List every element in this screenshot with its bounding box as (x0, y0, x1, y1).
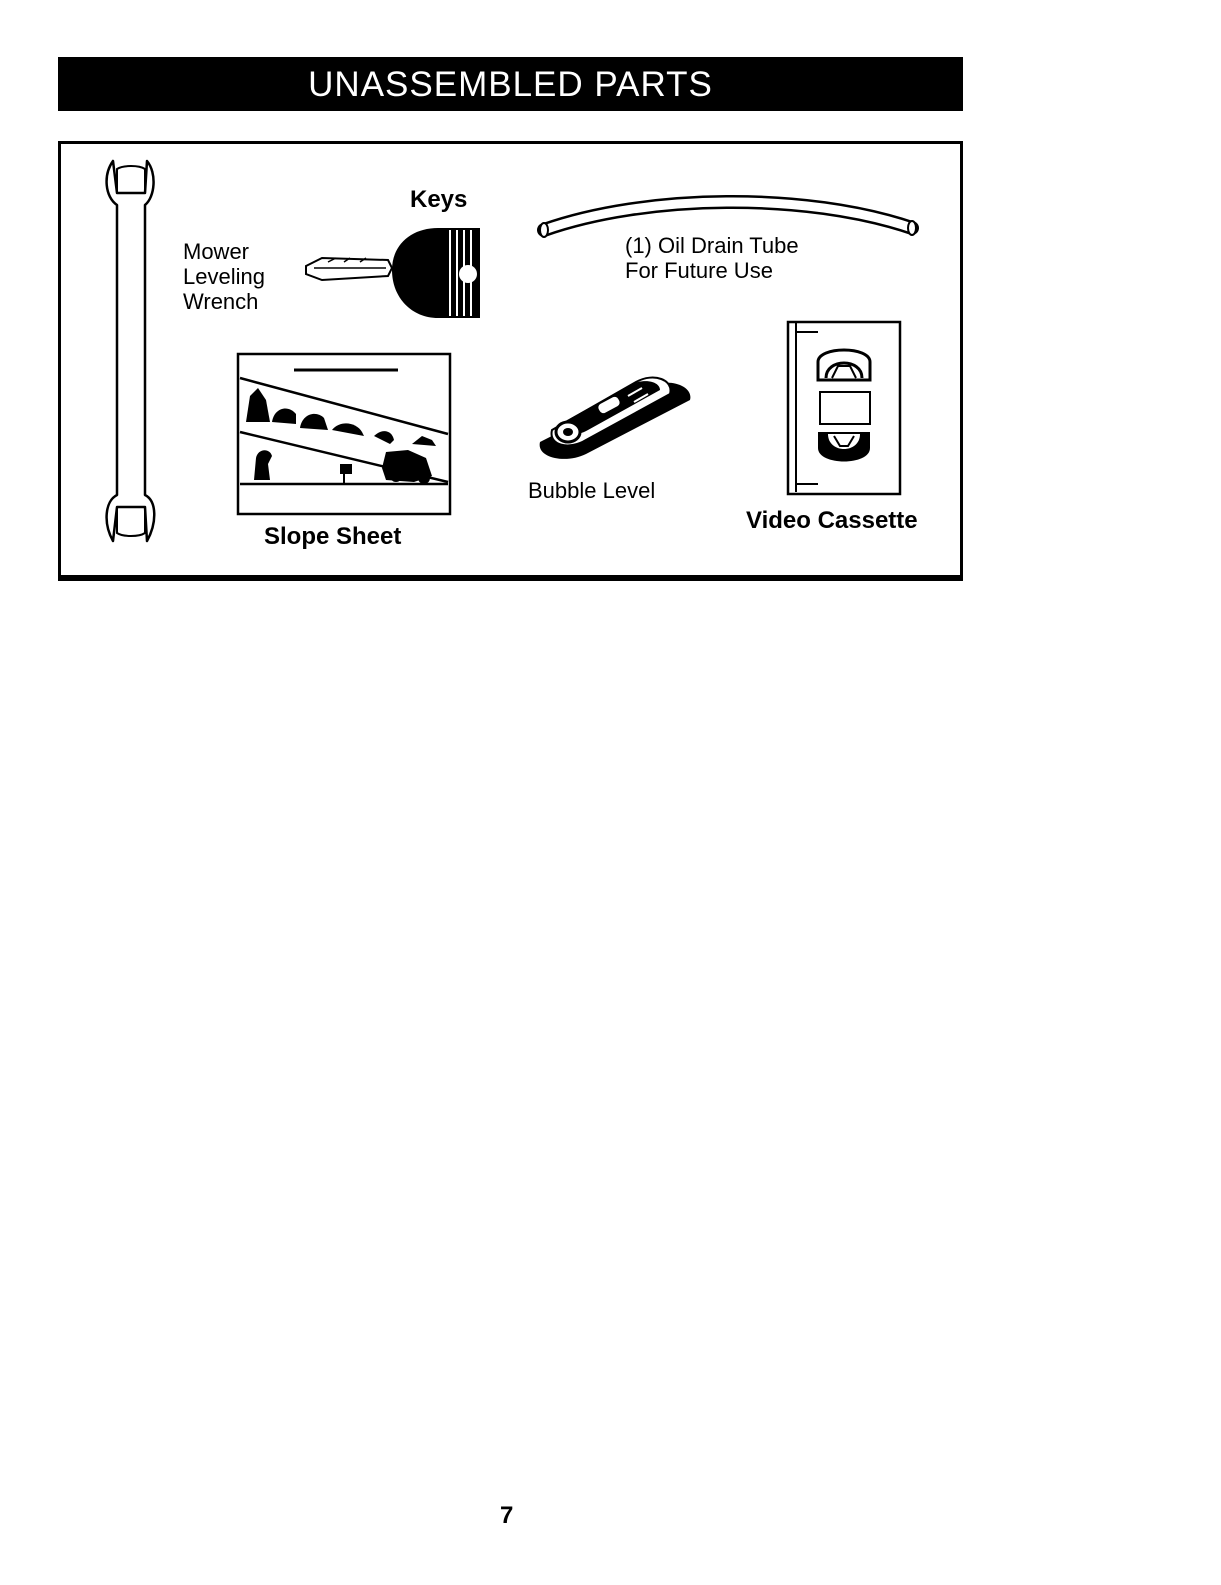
wrench-label-line-3: Wrench (183, 289, 265, 314)
tube-label: (1) Oil Drain Tube For Future Use (625, 233, 799, 283)
keys-label: Keys (410, 188, 467, 212)
video-cassette-label: Video Cassette (746, 509, 918, 533)
bubble-level-label: Bubble Level (528, 480, 655, 502)
tube-label-line-2: For Future Use (625, 258, 799, 283)
tube-label-line-1: (1) Oil Drain Tube (625, 233, 799, 258)
section-title-bar: UNASSEMBLED PARTS (58, 57, 963, 111)
wrench-label-line-2: Leveling (183, 264, 265, 289)
section-title: UNASSEMBLED PARTS (308, 67, 713, 102)
key-icon (300, 222, 490, 322)
bubble-level-icon (536, 358, 698, 462)
parts-frame-bottom-rule (58, 575, 963, 581)
wrench-icon (95, 155, 195, 545)
page-number: 7 (500, 1502, 513, 1530)
wrench-label-line-1: Mower (183, 239, 265, 264)
video-cassette-icon (786, 320, 902, 496)
slope-sheet-label: Slope Sheet (264, 525, 401, 549)
wrench-label: Mower Leveling Wrench (183, 239, 265, 314)
slope-sheet-icon (236, 352, 452, 516)
